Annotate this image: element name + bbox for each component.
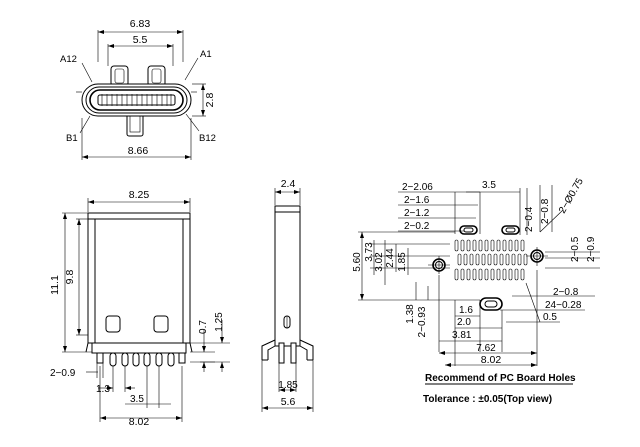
pcb-label-2-0-5: 2−0.5 — [570, 236, 581, 262]
pcb-vdim-2-44: 2.44 — [385, 248, 396, 268]
pcb-dim-2-0: 2.0 — [457, 317, 471, 328]
pcb-label-2-phi-0-75: 2−Ø0.75 — [557, 176, 586, 215]
dim-2-0-9: 2−0.9 — [50, 368, 76, 379]
pcb-vdim-1-85: 1.85 — [397, 252, 408, 272]
front-view: 6.83 5.5 — [60, 18, 216, 160]
dim-8-25: 8.25 — [129, 189, 150, 201]
pcb-caption: Recommend of PC Board Holes — [425, 373, 576, 384]
dim-6-83: 6.83 — [130, 18, 151, 30]
pcb-label-2-2-06: 2−2.06 — [402, 182, 433, 193]
dim-0-7: 0.7 — [198, 320, 209, 334]
pcb-dim-3-5: 3.5 — [482, 180, 496, 191]
pcb-layout: 2−2.06 2−1.6 2−1.2 2−0.2 3.5 2−0.4 2−0.8… — [352, 176, 600, 405]
label-a1: A1 — [200, 49, 212, 60]
pcb-dim-8-02: 8.02 — [481, 354, 502, 366]
pcb-vdim-3-73: 3.73 — [364, 242, 375, 262]
dim-5-6: 5.6 — [281, 396, 296, 408]
pcb-dim-3-81: 3.81 — [452, 330, 472, 341]
pcb-label-2-0-8: 2−0.8 — [540, 198, 551, 224]
pcb-vdim-5-60: 5.60 — [352, 252, 363, 272]
dim-1-85: 1.85 — [278, 380, 298, 391]
dim-8-02-top: 8.02 — [129, 416, 150, 428]
label-a12: A12 — [60, 54, 77, 65]
pcb-vdim-2-0-93: 2−0.93 — [417, 306, 428, 337]
label-b1: B1 — [66, 133, 78, 144]
dim-11-1: 11.1 — [49, 275, 61, 295]
pcb-label-2-1-2: 2−1.2 — [404, 208, 430, 219]
dim-8-66: 8.66 — [128, 145, 149, 157]
dim-1-3: 1.3 — [96, 384, 110, 395]
pcb-vdim-1-38: 1.38 — [405, 304, 416, 324]
pcb-label-2-1-6: 2−1.6 — [404, 195, 430, 206]
dim-2-8: 2.8 — [204, 93, 216, 108]
pcb-label-2-0-8-low: 2−0.8 — [553, 287, 579, 298]
top-view: 8.25 11.1 — [49, 189, 230, 428]
pcb-vdim-3-02: 3.02 — [374, 252, 385, 272]
dim-5-5: 5.5 — [133, 34, 148, 46]
smt-pads — [454, 239, 528, 281]
pcb-label-0-5: 0.5 — [543, 312, 557, 323]
dim-9-8: 9.8 — [64, 270, 76, 285]
pins-top-view — [85, 342, 193, 367]
dim-1-25: 1.25 — [214, 312, 225, 332]
pcb-label-2-0-4: 2−0.4 — [524, 206, 535, 232]
side-view: 2.4 1.85 5.6 — [261, 178, 314, 412]
dim-2-4: 2.4 — [281, 178, 296, 190]
pcb-label-2-0-9: 2−0.9 — [586, 236, 597, 262]
dim-3-5-top: 3.5 — [130, 394, 144, 405]
pcb-label-2-0-2: 2−0.2 — [404, 221, 430, 232]
pcb-dim-1-6: 1.6 — [459, 305, 473, 316]
contact-pins-front — [101, 94, 172, 106]
pcb-tolerance: Tolerance : ±0.05(Top view) — [423, 394, 552, 405]
pcb-label-24-0-28: 24−0.28 — [545, 300, 582, 311]
pcb-dim-7-62: 7.62 — [476, 343, 496, 354]
label-b12: B12 — [199, 133, 216, 144]
